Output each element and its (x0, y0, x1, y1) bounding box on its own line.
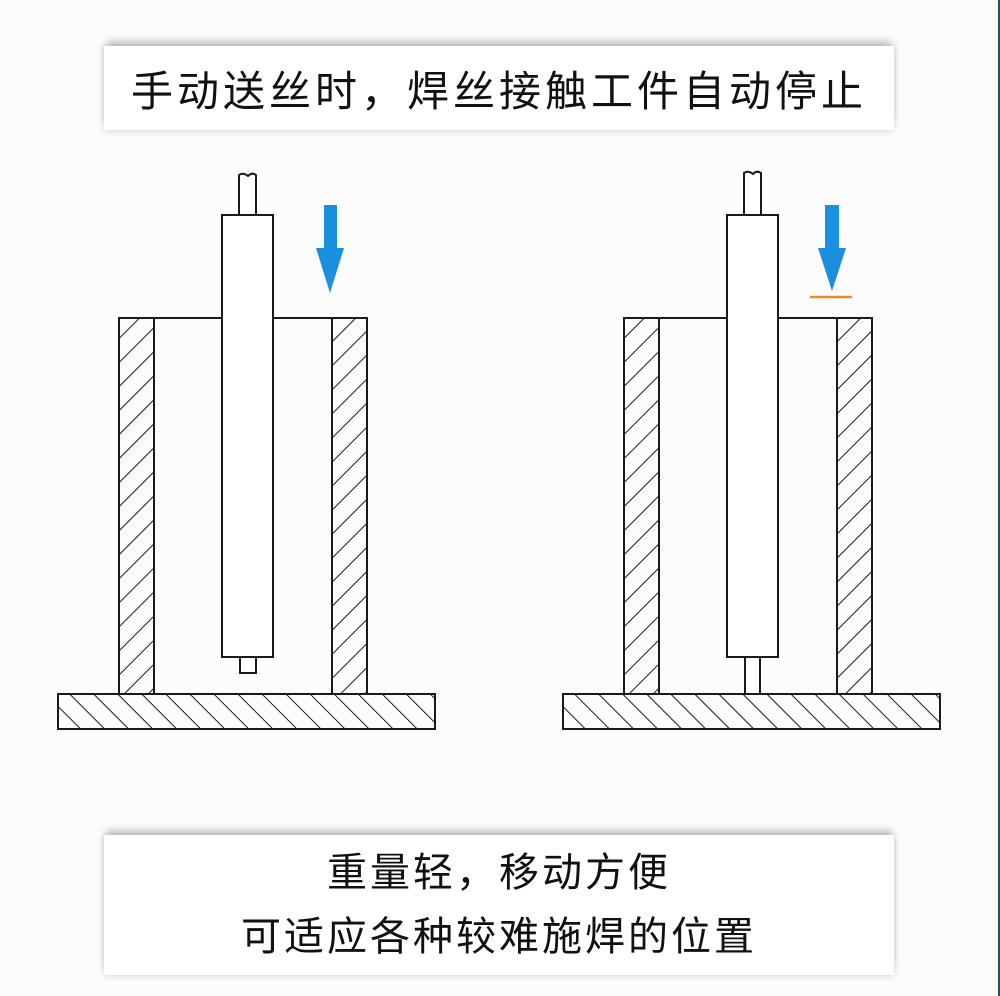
wire-feed-top (238, 172, 257, 215)
left-wall (623, 317, 660, 695)
diagram-after-contact (562, 170, 941, 730)
footer-line-2: 可适应各种较难施焊的位置 (241, 914, 757, 960)
header-banner: 手动送丝时，焊丝接触工件自动停止 (104, 46, 894, 130)
header-title: 手动送丝时，焊丝接触工件自动停止 (130, 66, 867, 116)
workpiece-base (57, 693, 436, 730)
feed-arrow-icon (818, 205, 846, 291)
right-wall (836, 317, 873, 695)
diagram-before-contact (57, 172, 436, 730)
workpiece-base (562, 693, 941, 730)
footer-banner: 重量轻，移动方便 可适应各种较难施焊的位置 (104, 835, 894, 975)
right-wall (331, 317, 368, 695)
torch-body (221, 214, 274, 658)
wire-tip-contact (744, 656, 761, 695)
torch-body (726, 214, 779, 658)
footer-line-1: 重量轻，移动方便 (327, 850, 671, 896)
right-edge-border (998, 0, 1000, 996)
left-wall (118, 317, 155, 695)
wire-tip (239, 656, 257, 674)
feed-arrow-icon (316, 205, 344, 293)
wire-feed-top (743, 170, 762, 215)
